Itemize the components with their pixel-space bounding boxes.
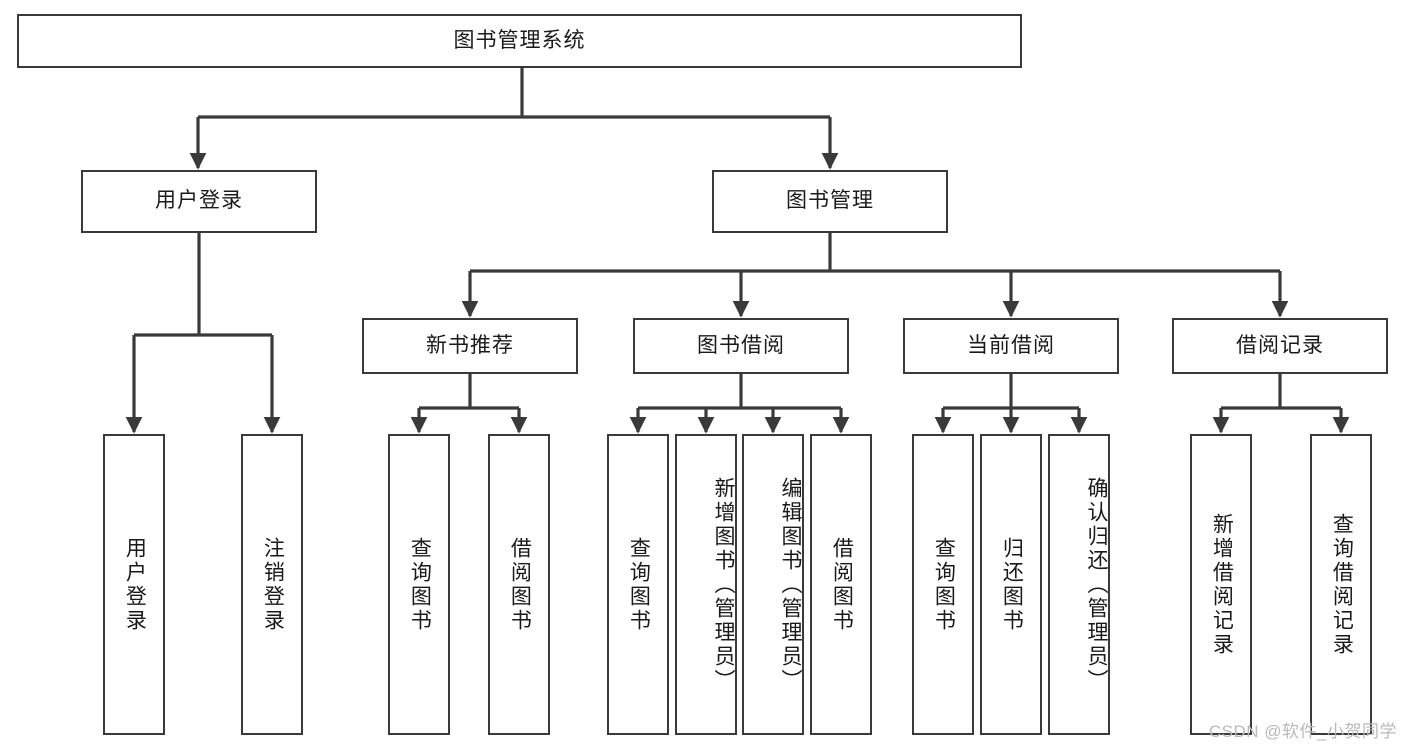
node-leaf-query-book-3[interactable]: 查询图书 [912,434,974,735]
node-current-borrow-label: 当前借阅 [967,333,1055,357]
node-leaf-edit-book[interactable]: 编辑图书（管理员） [742,434,804,735]
node-borrow-record-label: 借阅记录 [1236,333,1324,357]
node-leaf-borrow-book-1[interactable]: 借阅图书 [488,434,550,735]
node-leaf-add-book-label: 新增图书（管理员） [712,476,735,693]
node-new-book-recommend-label: 新书推荐 [426,333,514,357]
node-leaf-query-book-1-label: 查询图书 [408,536,432,633]
node-leaf-confirm-return-label: 确认归还（管理员） [1085,476,1108,693]
node-leaf-confirm-return[interactable]: 确认归还（管理员） [1048,434,1110,735]
node-book-manage-label: 图书管理 [786,189,874,213]
node-root-label: 图书管理系统 [453,28,586,52]
node-book-borrow[interactable]: 图书借阅 [633,318,849,374]
node-leaf-return-book[interactable]: 归还图书 [980,434,1042,735]
node-leaf-query-book-2-label: 查询图书 [627,536,651,633]
node-leaf-borrow-book-2-label: 借阅图书 [830,536,854,633]
node-leaf-borrow-book-2[interactable]: 借阅图书 [810,434,872,735]
node-current-borrow[interactable]: 当前借阅 [903,318,1119,374]
node-leaf-add-record-label: 新增借阅记录 [1210,512,1234,657]
node-leaf-query-book-3-label: 查询图书 [932,536,956,633]
node-leaf-query-record[interactable]: 查询借阅记录 [1310,434,1372,735]
node-leaf-query-book-2[interactable]: 查询图书 [607,434,669,735]
node-user-login[interactable]: 用户登录 [81,170,317,233]
node-leaf-add-book[interactable]: 新增图书（管理员） [675,434,737,735]
node-book-manage[interactable]: 图书管理 [712,170,948,233]
node-leaf-borrow-book-1-label: 借阅图书 [508,536,532,633]
node-user-login-label: 用户登录 [155,189,243,213]
node-leaf-edit-book-label: 编辑图书（管理员） [779,476,802,693]
node-leaf-user-logout[interactable]: 注销登录 [241,434,303,735]
node-leaf-add-record[interactable]: 新增借阅记录 [1190,434,1252,735]
node-leaf-query-record-label: 查询借阅记录 [1330,512,1354,657]
node-leaf-user-logout-label: 注销登录 [261,536,285,633]
node-root[interactable]: 图书管理系统 [17,14,1022,68]
node-borrow-record[interactable]: 借阅记录 [1172,318,1388,374]
node-new-book-recommend[interactable]: 新书推荐 [362,318,578,374]
node-leaf-return-book-label: 归还图书 [1000,536,1024,633]
node-book-borrow-label: 图书借阅 [697,333,785,357]
csdn-watermark: CSDN @软件_小贺同学 [1208,722,1397,741]
node-leaf-user-login[interactable]: 用户登录 [103,434,165,735]
node-leaf-query-book-1[interactable]: 查询图书 [388,434,450,735]
node-leaf-user-login-label: 用户登录 [123,536,147,633]
